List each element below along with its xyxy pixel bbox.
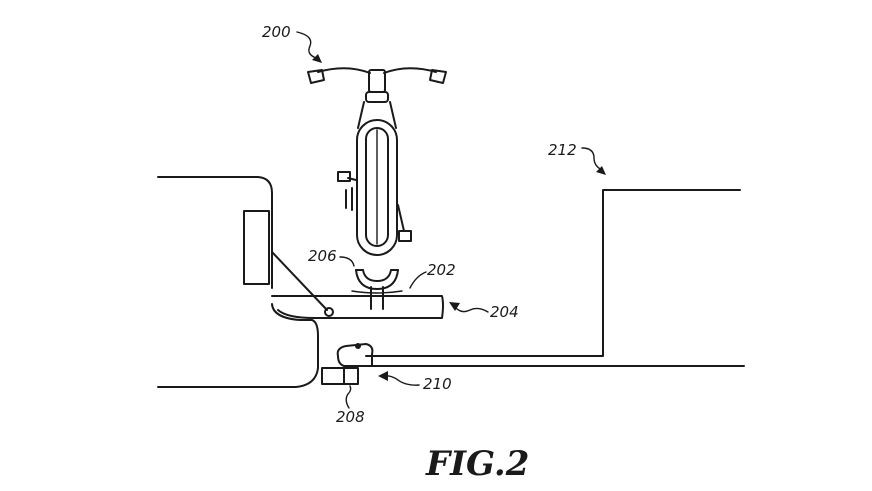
cradle-post	[370, 286, 384, 310]
left-pedal	[337, 171, 351, 182]
hitch-bar	[336, 343, 374, 367]
label-212: 212	[548, 141, 577, 159]
trailer-upper-edge	[365, 189, 741, 357]
label-206: 206	[308, 247, 337, 265]
figure-caption: FIG.2	[425, 444, 529, 484]
wheel-cradle	[355, 269, 399, 290]
hitch-receiver	[321, 367, 359, 385]
label-204: 204	[490, 303, 519, 321]
left-grip	[307, 69, 325, 84]
label-210: 210	[423, 375, 452, 393]
fork	[357, 101, 397, 129]
leaders	[296, 31, 606, 409]
tail-light	[243, 210, 270, 285]
front-wheel	[356, 119, 398, 256]
pivot-pin	[324, 307, 334, 317]
label-200: 200	[262, 23, 291, 41]
support-strut	[271, 251, 328, 311]
platform	[271, 295, 444, 319]
right-grip	[429, 69, 447, 84]
bicycle	[307, 67, 447, 256]
vehicle	[157, 176, 319, 388]
label-202: 202	[427, 261, 456, 279]
hitch	[321, 343, 374, 385]
trailer	[365, 189, 745, 367]
label-208: 208	[336, 408, 365, 426]
right-pedal	[398, 230, 412, 242]
bike-rack	[271, 251, 444, 319]
